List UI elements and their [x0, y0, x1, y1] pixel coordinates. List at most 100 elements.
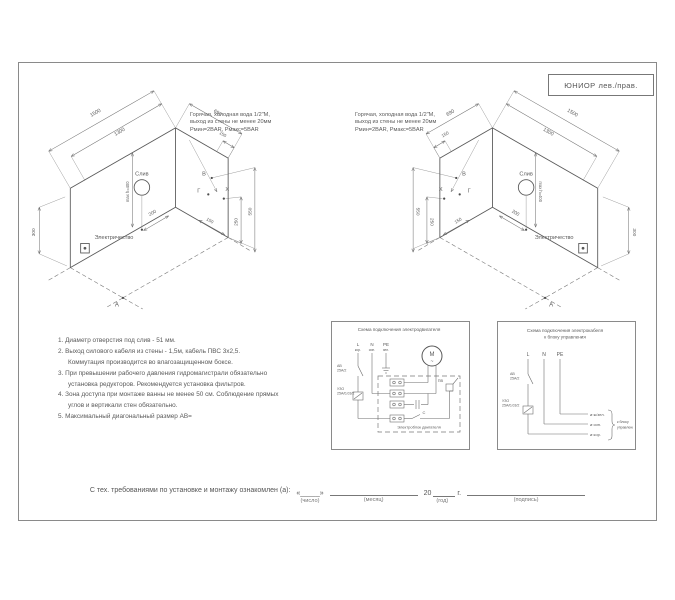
socket-symbol — [80, 243, 90, 254]
motor-unit-box — [377, 375, 461, 433]
point_b-label: В — [202, 171, 206, 177]
svg-text:~: ~ — [431, 359, 434, 365]
svg-text:25А/2: 25А/2 — [510, 377, 519, 381]
year-blank-line — [433, 488, 456, 497]
bracket — [607, 409, 616, 441]
d250-label: 250 — [428, 218, 434, 226]
month-blank-line — [329, 487, 418, 496]
water-note-left: Горячая, холодная вода 1/2"М, выход из с… — [190, 112, 314, 134]
len_outer-label: 1500 — [89, 108, 102, 119]
motor-symbol — [421, 345, 443, 367]
len_inner-label: 1300 — [542, 127, 555, 138]
svg-text:L: L — [357, 342, 360, 347]
svg-text:L: L — [527, 352, 530, 358]
svg-text:управления: управления — [617, 426, 633, 430]
d550-label: 550 — [247, 207, 253, 215]
terminal-block — [389, 378, 405, 387]
point_g-label: Г — [197, 189, 200, 195]
d250-label: 250 — [234, 218, 240, 226]
note-line-2b: Коммутация производится во влагозащищенн… — [68, 358, 233, 366]
model-variant: лев./прав. — [598, 80, 638, 90]
socket-symbol — [578, 243, 588, 254]
d550-label: 550 — [415, 208, 421, 216]
motor-wiring-diagram: Схема подключения электродвигателяLкор.N… — [337, 327, 461, 433]
cable-diagram-title: Схема подключения электрокабеля — [527, 328, 604, 333]
water-note-line: выход из стены не менее 20мм — [190, 119, 272, 126]
title-block: ЮНИОР лев./прав. — [548, 74, 654, 96]
pv-label: ПВ — [438, 379, 444, 383]
motor-box-label: Электроблок двигателя — [397, 425, 441, 430]
water-note-line: Рмин=2BAR, Рмакс=5BAR — [355, 126, 424, 133]
note-line-2: 2. Выход силового кабеля из стены - 1,5м… — [58, 347, 241, 355]
drain-hole — [133, 179, 151, 196]
d150-label: 150 — [454, 216, 463, 224]
max_h-label: max h=400 — [125, 181, 130, 202]
year-line: 20 г. — [424, 487, 461, 497]
signature-field: (подпись) — [467, 487, 586, 503]
svg-text:кор.: кор. — [355, 348, 361, 352]
signature-sublabel: (подпись) — [513, 497, 539, 503]
d200-label: 200 — [510, 209, 520, 218]
svg-text:к блоку управления: к блоку управления — [544, 335, 586, 340]
drain-label: Слив — [135, 171, 148, 177]
drain-hole — [517, 179, 535, 196]
water-note-line: Горячая, холодная вода 1/2"М, — [355, 112, 435, 118]
date-year-field: 20 г. (год) — [424, 487, 461, 504]
note-line-3b: установка редукторов. Рекомендуется уста… — [68, 380, 246, 388]
point_x-label: Х — [225, 187, 229, 193]
acknowledgement-text: С тех. требованиями по установке и монта… — [89, 487, 291, 494]
svg-text:PE: PE — [557, 352, 564, 358]
len_inner-label: 1300 — [113, 127, 126, 138]
terminal-block — [389, 400, 405, 409]
year-suffix: г. — [457, 490, 462, 497]
year-prefix: 20 — [423, 490, 432, 497]
width-label: 690 — [445, 108, 456, 118]
d150-label: 150 — [441, 130, 450, 138]
output-pe: ø ж/зел. — [590, 412, 605, 417]
terminal-block — [389, 414, 405, 423]
pv-symbol — [445, 383, 454, 392]
d150-label: 150 — [218, 130, 227, 138]
note-line-4: 4. Зона доступа при монтаже ванны не мен… — [58, 391, 279, 399]
svg-text:син.: син. — [369, 348, 375, 352]
signature-blank-line — [467, 487, 586, 496]
breaker-label: АВ — [510, 372, 515, 376]
d300-label: 300 — [631, 228, 637, 236]
day-quote: «_____» — [296, 490, 324, 497]
svg-text:25А/0,03/2: 25А/0,03/2 — [502, 404, 519, 408]
month-sublabel: (месяц) — [363, 497, 384, 503]
output-n: ø син. — [590, 422, 601, 427]
model-name: ЮНИОР — [564, 80, 596, 90]
max_h-label: max h=400 — [538, 181, 543, 202]
rcd-label: УЗО — [502, 399, 509, 403]
d300-label: 300 — [31, 228, 37, 236]
date-month-field: (месяц) — [329, 487, 418, 503]
d150-label: 150 — [205, 217, 214, 225]
width-label: 690 — [212, 108, 223, 118]
svg-text:N: N — [542, 352, 546, 358]
year-sublabel: (год) — [436, 498, 449, 504]
point_a-label: А — [115, 302, 119, 308]
bracket-label: к блоку — [617, 420, 629, 424]
d200-label: 200 — [148, 209, 158, 218]
signature-row: С тех. требованиями по установке и монта… — [20, 487, 655, 504]
svg-text:25А/0,03/2: 25А/0,03/2 — [337, 392, 354, 396]
svg-text:PE: PE — [383, 342, 389, 347]
water-note-line: Горячая, холодная вода 1/2"М, — [190, 112, 270, 118]
svg-text:N: N — [370, 342, 373, 347]
day-sublabel: (число) — [300, 498, 320, 504]
cable-wiring-diagram: Схема подключения электрокабеля к блоку у… — [502, 328, 636, 441]
drain-label: Слив — [519, 171, 532, 177]
date-day-field: «_____» (число) — [296, 487, 323, 504]
rcd-label: УЗО — [337, 387, 344, 391]
point_x-label: Х — [439, 187, 443, 193]
output-l: ø кор. — [590, 432, 601, 437]
electricity-label: Электричество — [94, 235, 133, 241]
electricity-label: Электричество — [535, 235, 574, 241]
note-line-3: 3. При превышении рабочего давления гидр… — [58, 369, 268, 377]
svg-text:25А/2: 25А/2 — [337, 369, 346, 373]
capacitor-label: С — [423, 410, 426, 415]
